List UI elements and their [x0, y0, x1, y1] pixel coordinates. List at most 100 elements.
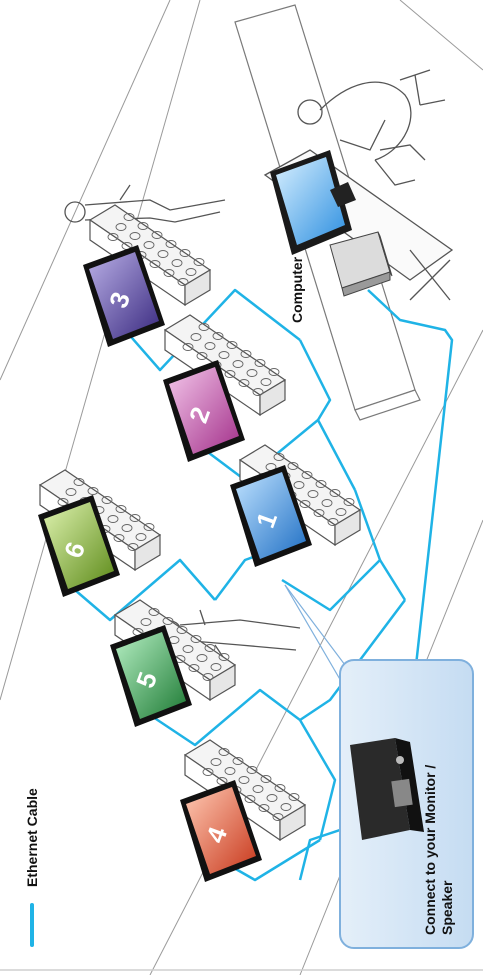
- speaker-cell: [149, 260, 161, 268]
- speaker-cell: [190, 333, 202, 341]
- person-at-desk: [297, 69, 446, 186]
- speaker-cell: [273, 453, 285, 461]
- screen-5: 5: [110, 625, 192, 727]
- speaker-cell: [287, 462, 299, 470]
- speaker-cell: [293, 481, 305, 489]
- speaker-cell: [299, 500, 311, 508]
- computer-label: Computer: [289, 256, 305, 323]
- callout-label-line2: Speaker: [439, 880, 455, 935]
- speaker-cell: [113, 534, 125, 542]
- speaker-cell: [157, 250, 169, 258]
- speaker-cell: [151, 231, 163, 239]
- speaker-cell: [216, 777, 228, 785]
- speaker-cell: [190, 635, 202, 643]
- speaker-cell: [232, 757, 244, 765]
- computer-monitor: [270, 150, 356, 255]
- speaker-cell: [204, 644, 216, 652]
- speaker-cell: [202, 768, 214, 776]
- speaker-cell: [101, 496, 113, 504]
- speaker-cell: [65, 488, 77, 496]
- speaker-cell: [240, 350, 252, 358]
- converter-device-icon: [350, 738, 424, 840]
- speaker-cell: [260, 775, 272, 783]
- speaker-cell: [165, 240, 177, 248]
- speaker-cell: [129, 232, 141, 240]
- speaker-cell: [176, 626, 188, 634]
- legend: Ethernet Cable: [24, 788, 40, 947]
- speaker-cell: [301, 471, 313, 479]
- speaker-cell: [238, 379, 250, 387]
- speaker-cell: [210, 663, 222, 671]
- speaker-cell: [307, 490, 319, 498]
- speaker-cell: [204, 342, 216, 350]
- speaker-cell: [135, 533, 147, 541]
- speaker-cell: [260, 378, 272, 386]
- speaker-cell: [140, 618, 152, 626]
- speaker-cell: [226, 341, 238, 349]
- speaker-cell: [224, 767, 236, 775]
- screen-3: 3: [83, 245, 165, 347]
- speaker-cell: [171, 259, 183, 267]
- speaker-cell: [343, 498, 355, 506]
- speaker-cell: [252, 785, 264, 793]
- speaker-cell: [127, 543, 139, 551]
- speaker-cell: [232, 360, 244, 368]
- speaker-cell: [129, 514, 141, 522]
- speaker-cell: [143, 523, 155, 531]
- speaker-cell: [163, 269, 175, 277]
- screen-2: 2: [163, 360, 245, 462]
- speaker-cell: [244, 795, 256, 803]
- speaker-cell: [177, 278, 189, 286]
- speaker-cell: [272, 813, 284, 821]
- speaker-cell: [143, 241, 155, 249]
- speaker-cell: [182, 343, 194, 351]
- speaker-cell: [238, 776, 250, 784]
- speaker-cell: [87, 487, 99, 495]
- speaker-cell: [254, 359, 266, 367]
- speaker-cell: [212, 332, 224, 340]
- speaker-cell: [121, 524, 133, 532]
- speaker-cell: [210, 758, 222, 766]
- speaker-cell: [218, 653, 230, 661]
- speaker-cell: [57, 498, 69, 506]
- speaker-cell: [218, 351, 230, 359]
- speaker-cell: [188, 664, 200, 672]
- speaker-cell: [274, 784, 286, 792]
- callout-label-line1: Connect to your Monitor /: [422, 765, 438, 935]
- screen-6: 6: [38, 495, 120, 597]
- speaker-cell: [218, 748, 230, 756]
- speaker-cell: [280, 803, 292, 811]
- callout-box: Connect to your Monitor / Speaker: [339, 659, 474, 949]
- speaker-cell: [182, 645, 194, 653]
- speaker-cell: [115, 223, 127, 231]
- speaker-cell: [288, 793, 300, 801]
- speaker-cell: [148, 608, 160, 616]
- speaker-cell: [137, 222, 149, 230]
- speaker-cell: [123, 213, 135, 221]
- speaker-cell: [193, 258, 205, 266]
- speaker-cell: [73, 478, 85, 486]
- computer-tower: [329, 231, 393, 297]
- speaker-cell: [196, 654, 208, 662]
- speaker-cell: [335, 508, 347, 516]
- speaker-cell: [202, 673, 214, 681]
- speaker-cell: [327, 518, 339, 526]
- speaker-cell: [266, 794, 278, 802]
- speaker-cell: [115, 505, 127, 513]
- speaker-cell: [162, 617, 174, 625]
- speaker-cell: [329, 489, 341, 497]
- legend-label: Ethernet Cable: [24, 788, 40, 887]
- speaker-cell: [252, 388, 264, 396]
- screen-1: 1: [230, 465, 312, 567]
- speaker-cell: [321, 499, 333, 507]
- speaker-cell: [313, 509, 325, 517]
- screen-4: 4: [180, 780, 262, 882]
- speaker-cell: [224, 370, 236, 378]
- speaker-cell: [198, 323, 210, 331]
- speaker-cell: [179, 249, 191, 257]
- speaker-cell: [107, 233, 119, 241]
- speaker-cell: [107, 515, 119, 523]
- speaker-cell: [196, 352, 208, 360]
